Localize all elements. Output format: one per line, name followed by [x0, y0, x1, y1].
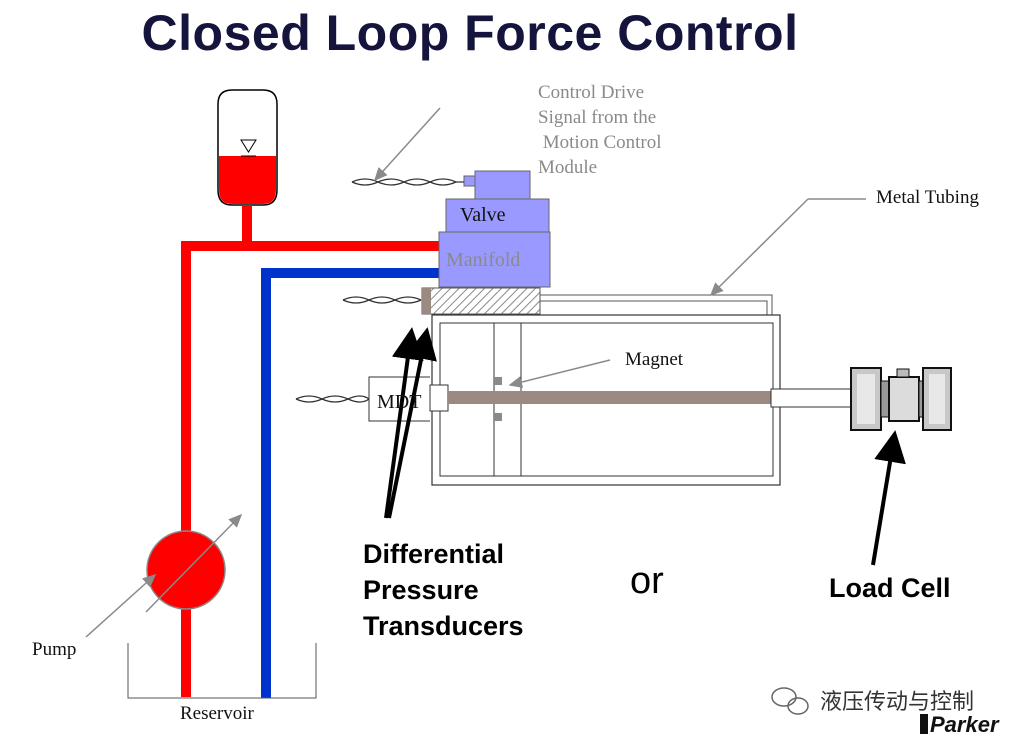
reservoir-label: Reservoir	[180, 703, 254, 724]
dpt-label: Differential Pressure Transducers	[363, 539, 524, 641]
load-cell-label: Load Cell	[829, 573, 951, 603]
parker-logo-bar	[920, 714, 928, 734]
page-title: Closed Loop Force Control	[141, 5, 799, 61]
watermark-text: 液压传动与控制	[820, 690, 975, 715]
manifold-label: Manifold	[446, 249, 521, 271]
transducer-block	[421, 287, 541, 315]
or-label: or	[630, 560, 664, 602]
accumulator	[217, 89, 278, 245]
wechat-icon	[771, 687, 809, 715]
mdt-label: MDT	[377, 391, 422, 413]
pointer-arrows	[384, 327, 906, 566]
supply-line	[181, 241, 440, 697]
parker-brand: Parker	[930, 712, 999, 737]
return-line	[261, 268, 440, 698]
control-signal-label: Control Drive Signal from the Motion Con…	[538, 82, 662, 178]
metal-tubing	[540, 198, 866, 315]
reservoir	[127, 643, 317, 699]
pump-label: Pump	[32, 639, 77, 660]
cylinder	[368, 314, 852, 486]
pump	[85, 513, 243, 638]
magnet-label: Magnet	[625, 349, 684, 370]
metal-tubing-label: Metal Tubing	[876, 187, 979, 208]
twisted-wires	[295, 178, 464, 403]
valve-label: Valve	[460, 204, 506, 226]
control-signal-arrow	[373, 107, 441, 182]
load-cell	[850, 367, 952, 431]
valve-manifold	[438, 170, 551, 288]
